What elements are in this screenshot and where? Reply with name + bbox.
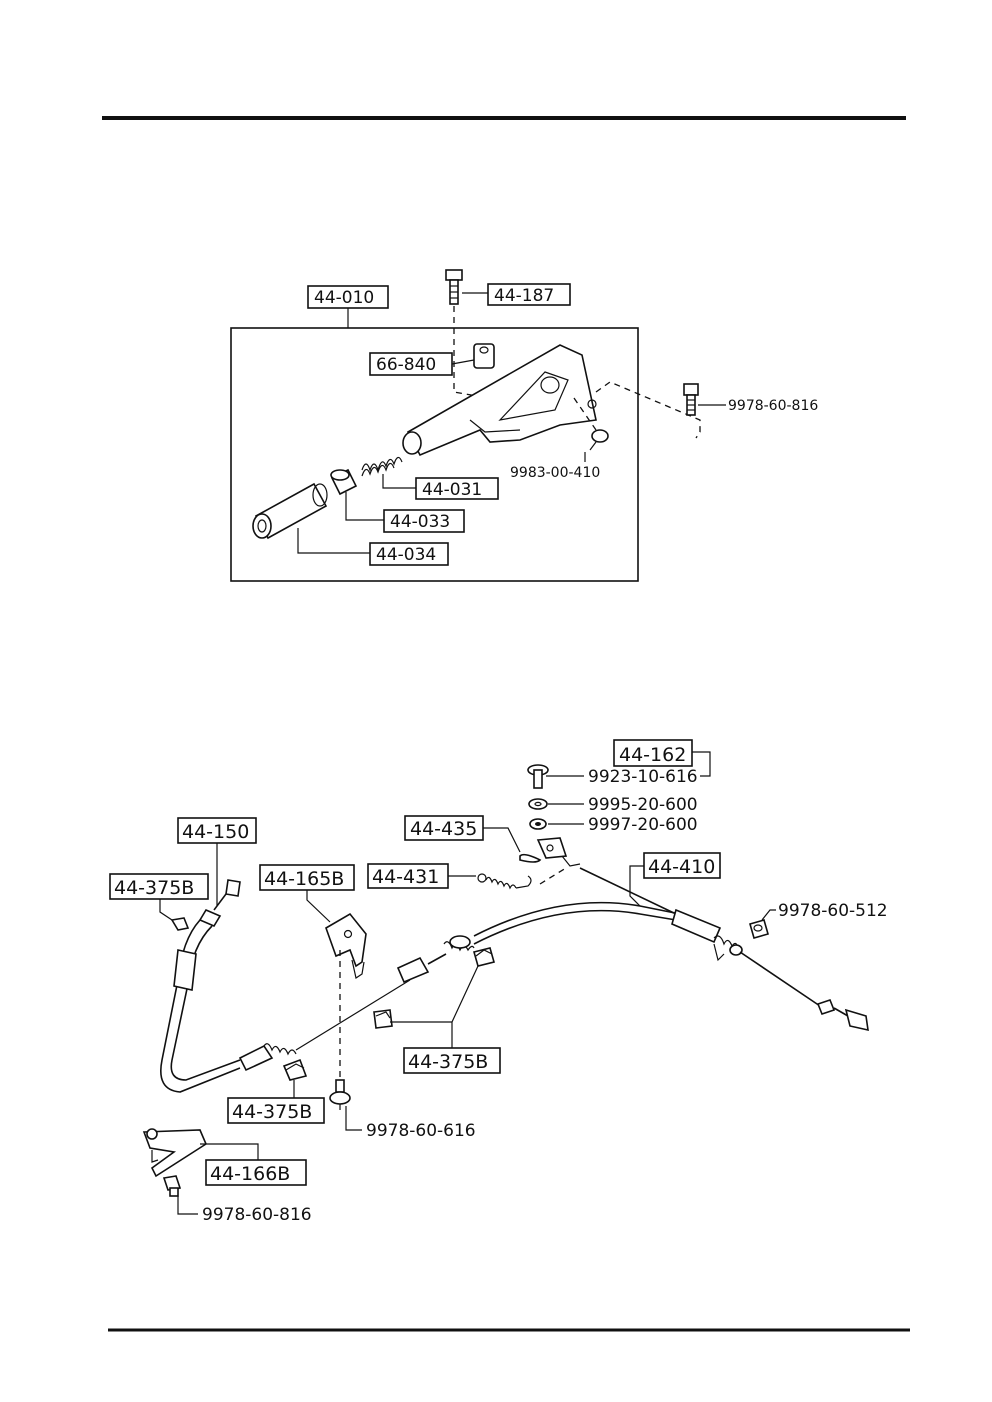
bolt-bracket-icon [329, 1079, 351, 1110]
label-44-187: 44-187 [494, 286, 554, 306]
label-box-44-435 [404, 815, 484, 841]
label-9978-60-616: 9978-60-616 [366, 1121, 476, 1141]
spring-icon [361, 456, 403, 477]
label-66-840: 66-840 [376, 355, 436, 375]
label-box-44-162 [613, 739, 693, 767]
label-44-435: 44-435 [410, 818, 477, 840]
clip-middle-top-icon [473, 947, 495, 967]
bolt-cable-icon [749, 919, 769, 939]
label-9995-20-600: 9995-20-600 [588, 795, 698, 815]
washer-2-icon [529, 818, 547, 830]
label-box-44-034 [369, 542, 449, 566]
screw-icon [589, 429, 609, 451]
label-44-431: 44-431 [372, 866, 439, 888]
label-box-44-187 [487, 283, 571, 306]
bolt-adjuster-icon [527, 764, 549, 789]
assembly-frame [230, 327, 639, 582]
label-box-44-375B-middle [403, 1047, 501, 1074]
label-44-375B-left: 44-375B [114, 877, 194, 899]
label-box-44-150 [177, 817, 257, 844]
label-box-44-033 [383, 509, 465, 533]
label-box-44-375B-left [109, 873, 209, 900]
bolt-top-icon [445, 269, 463, 305]
front-cable-icon [160, 879, 411, 1093]
lower-assembly: 44-162 9923-10-616 9995-20-600 9997-20-6… [109, 739, 888, 1225]
clip-bottom-icon [282, 1058, 308, 1081]
label-44-150: 44-150 [182, 821, 249, 843]
middle-cable-icon [396, 901, 681, 984]
upper-assembly: 44-010 44-187 66-840 [230, 269, 818, 582]
label-box-44-375B-bottom [227, 1097, 325, 1124]
small-spring-icon [477, 873, 532, 890]
bolt-right-icon [683, 383, 699, 416]
label-44-034: 44-034 [376, 545, 436, 565]
label-box-44-410 [643, 852, 721, 879]
washer-1-icon [528, 798, 548, 810]
rear-cable-icon [579, 867, 869, 1032]
lever-body-icon [402, 344, 597, 457]
label-44-165B: 44-165B [264, 868, 344, 890]
label-9923-10-616: 9923-10-616 [588, 767, 698, 787]
label-44-010: 44-010 [314, 288, 374, 308]
bushing-icon [473, 343, 495, 369]
label-box-44-431 [367, 863, 449, 889]
label-box-44-166B [205, 1159, 307, 1186]
clip-left-icon [170, 917, 190, 931]
bolt-bottom-icon [162, 1175, 182, 1197]
bracket-bottom-icon [142, 1128, 208, 1178]
label-9983-00-410: 9983-00-410 [510, 465, 600, 481]
clip-middle-left-icon [373, 1009, 393, 1029]
label-44-162: 44-162 [619, 744, 686, 766]
bracket-icon [325, 912, 367, 979]
label-44-375B-bottom: 44-375B [232, 1101, 312, 1123]
yoke-icon [536, 837, 581, 867]
label-44-031: 44-031 [422, 480, 482, 500]
label-44-410: 44-410 [648, 856, 715, 878]
label-44-033: 44-033 [390, 512, 450, 532]
label-box-44-031 [415, 477, 499, 500]
label-9997-20-600: 9997-20-600 [588, 815, 698, 835]
pin-icon [519, 853, 542, 863]
label-9978-60-512: 9978-60-512 [778, 901, 888, 921]
grip-icon [252, 482, 328, 540]
label-9978-60-816-upper: 9978-60-816 [728, 398, 818, 414]
label-44-375B-middle: 44-375B [408, 1051, 488, 1073]
button-icon [330, 468, 358, 496]
label-44-166B: 44-166B [210, 1163, 290, 1185]
label-9978-60-816-lower: 9978-60-816 [202, 1205, 312, 1225]
